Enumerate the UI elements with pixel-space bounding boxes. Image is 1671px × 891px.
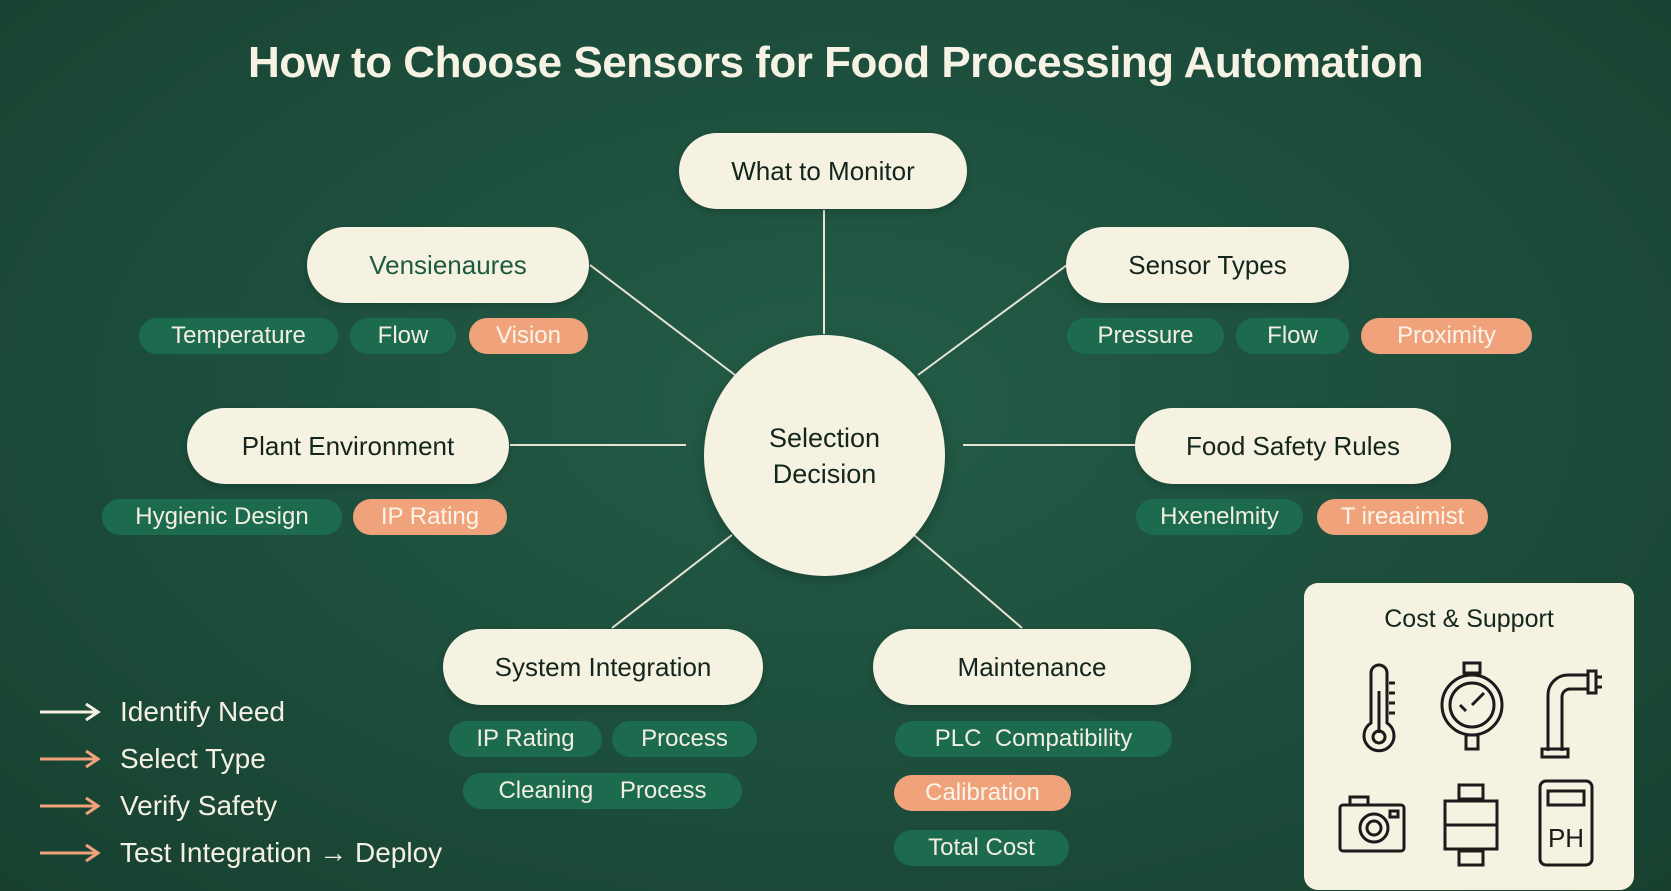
chip-plc-compatibility: PLC Compatibility [895, 721, 1172, 757]
arrow-right-icon [40, 843, 101, 862]
chip-process: Process [612, 721, 757, 757]
node-measures: Vensienaures [307, 227, 589, 303]
step-item: Identify Need [38, 688, 442, 735]
chip-vision: Vision [469, 318, 588, 354]
chip-temperature: Temperature [139, 318, 338, 354]
step-item: Verify Safety [38, 782, 442, 829]
center-line-2: Decision [772, 458, 877, 489]
chip-flow-2: Flow [1236, 318, 1349, 354]
chip-pressure: Pressure [1067, 318, 1224, 354]
node-maintenance: Maintenance [873, 629, 1191, 705]
node-sensor-types: Sensor Types [1066, 227, 1349, 303]
ph-label: PH [1548, 823, 1584, 853]
step-item: Test Integration → Deploy [38, 829, 442, 876]
node-what-to-monitor: What to Monitor [679, 133, 967, 209]
process-steps: Identify Need Select Type Verify Safety … [38, 688, 442, 876]
thermometer-icon [1362, 663, 1396, 753]
chip-total-cost: Total Cost [894, 830, 1069, 866]
chip-ip-rating-2: IP Rating [449, 721, 602, 757]
ph-meter-icon: PH [1538, 779, 1594, 867]
chip-calibration: Calibration [894, 775, 1071, 811]
step-item: Select Type [38, 735, 442, 782]
pipe-icon [1540, 669, 1602, 759]
camera-icon [1338, 795, 1406, 853]
center-line-1: Selection [768, 422, 881, 453]
step-label: Verify Safety [120, 789, 278, 821]
flow-meter-icon [1443, 783, 1499, 867]
page-title: How to Choose Sensors for Food Processin… [247, 38, 1424, 87]
cost-support-panel: Cost & Support [1304, 583, 1634, 890]
arrow-right-icon [40, 702, 101, 721]
chip-proximity: Proximity [1361, 318, 1532, 354]
step-label: Select Type [120, 742, 266, 774]
panel-title: Cost & Support [1384, 605, 1554, 633]
step-label: Identify Need [120, 695, 285, 727]
arrow-right-icon [40, 796, 101, 815]
node-plant-environment: Plant Environment [187, 408, 509, 484]
chip-flow: Flow [350, 318, 456, 354]
chip-hygienic-design: Hygienic Design [102, 499, 342, 535]
pressure-gauge-icon [1440, 661, 1504, 751]
chip-food-safety-2: T ireaaimist [1317, 499, 1488, 535]
chip-food-safety-1: Hxenelmity [1136, 499, 1303, 535]
step-label: Test Integration → Deploy [120, 836, 443, 868]
chip-cleaning-process: Cleaning Process [463, 773, 742, 809]
node-food-safety-rules: Food Safety Rules [1135, 408, 1451, 484]
node-system-integration: System Integration [443, 629, 763, 705]
arrow-right-icon [40, 749, 101, 768]
selection-decision-node: Selection Decision [704, 335, 945, 576]
chip-ip-rating: IP Rating [353, 499, 507, 535]
